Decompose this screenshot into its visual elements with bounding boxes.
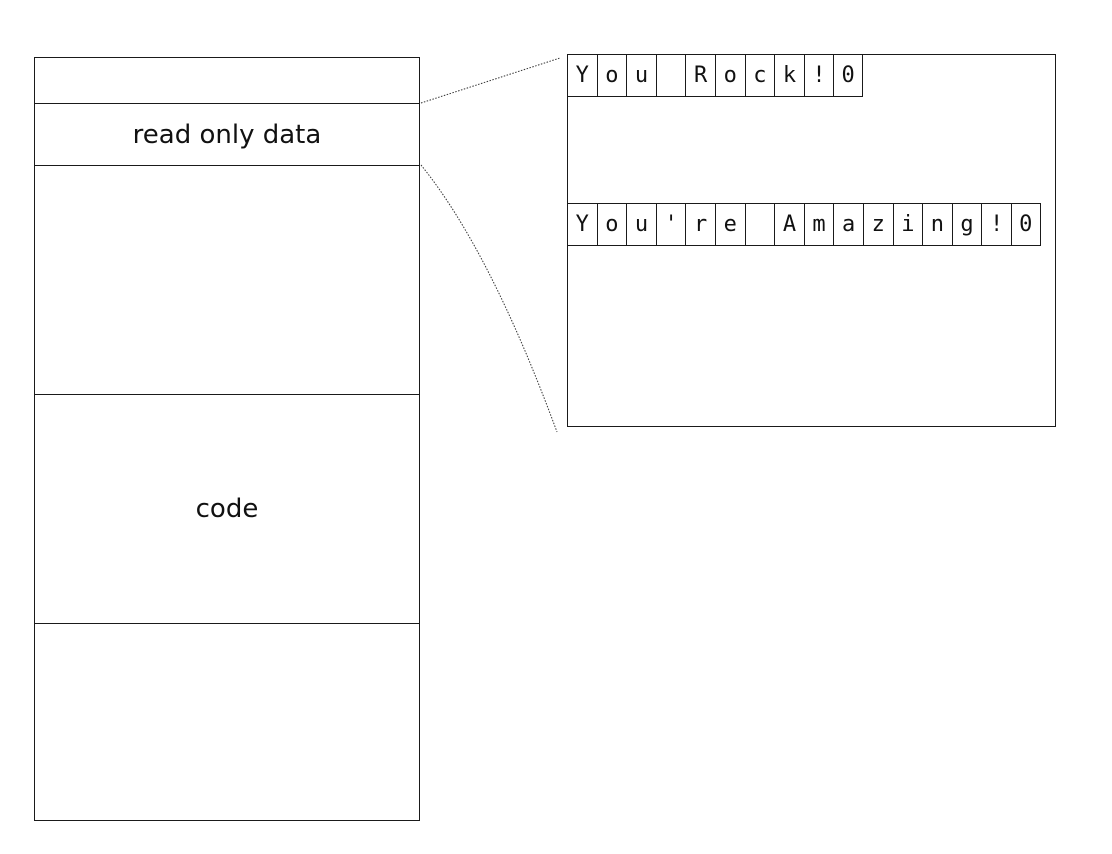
connector-top — [420, 57, 561, 104]
char-cell: o — [596, 55, 627, 96]
char-cell: Y — [567, 55, 597, 96]
segment-bottom — [34, 623, 420, 821]
segment-code-label: code — [195, 494, 259, 524]
char-cell: Y — [567, 204, 597, 245]
char-cell: z — [862, 204, 893, 245]
char-cell: 0 — [1010, 204, 1041, 245]
char-cell: 0 — [833, 55, 863, 96]
char-cell: k — [774, 55, 804, 96]
char-cell — [744, 204, 775, 245]
char-cell: ' — [655, 204, 686, 245]
segment-read-only-data-label: read only data — [132, 119, 322, 150]
char-cell: c — [744, 55, 775, 96]
char-cell: r — [685, 204, 715, 245]
segment-middle — [34, 165, 420, 395]
char-cell: o — [714, 55, 745, 96]
segment-top — [34, 57, 420, 104]
char-cell: g — [951, 204, 982, 245]
char-cell: o — [596, 204, 627, 245]
char-cell: A — [774, 204, 804, 245]
char-cell — [655, 55, 686, 96]
char-cell: n — [922, 204, 952, 245]
char-cell: R — [685, 55, 715, 96]
char-cell: e — [714, 204, 745, 245]
char-cell: m — [803, 204, 834, 245]
segment-read-only-data: read only data — [34, 103, 420, 166]
connector-bottom — [420, 164, 558, 433]
char-cell: ! — [803, 55, 834, 96]
segment-code: code — [34, 394, 420, 624]
char-cell: ! — [981, 204, 1011, 245]
char-cell: i — [892, 204, 923, 245]
char-cell: a — [833, 204, 863, 245]
char-cell: u — [626, 55, 656, 96]
char-cell: u — [626, 204, 656, 245]
